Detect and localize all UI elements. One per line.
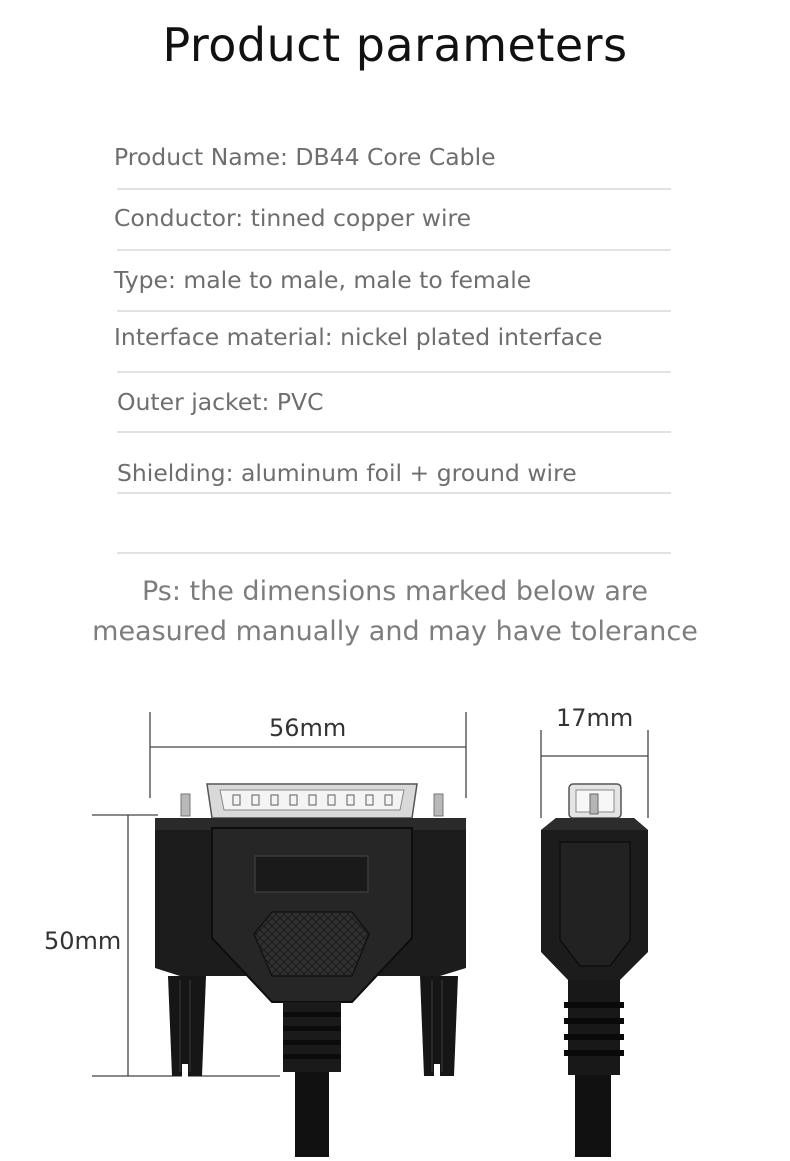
connector-illustration — [92, 712, 649, 1157]
divider — [117, 371, 671, 373]
side-width-label: 17mm — [556, 704, 634, 732]
tolerance-note: Ps: the dimensions marked below are meas… — [0, 572, 790, 652]
parameter-list: Product Name: DB44 Core Cable Conductor:… — [0, 0, 790, 560]
front-width-dimension — [149, 712, 467, 798]
param-outer-jacket: Outer jacket: PVC — [117, 388, 324, 416]
connector-dimension-figure: 56mm 17mm 50mm — [0, 690, 790, 1157]
param-shielding: Shielding: aluminum foil + ground wire — [117, 459, 577, 487]
note-line-2: measured manually and may have tolerance — [92, 616, 698, 647]
param-interface-material: Interface material: nickel plated interf… — [114, 323, 603, 351]
param-conductor: Conductor: tinned copper wire — [114, 204, 472, 232]
side-connector — [541, 783, 648, 1157]
divider — [117, 431, 671, 433]
note-line-1: Ps: the dimensions marked below are — [141, 576, 648, 607]
side-width-dimension — [540, 730, 649, 818]
front-connector — [155, 783, 466, 1157]
divider — [117, 249, 671, 251]
param-product-name: Product Name: DB44 Core Cable — [114, 143, 496, 171]
front-width-label: 56mm — [269, 714, 347, 742]
divider — [117, 310, 671, 312]
height-label: 50mm — [44, 927, 122, 955]
divider — [117, 552, 671, 554]
page-title: Product parameters — [162, 18, 628, 72]
param-type: Type: male to male, male to female — [114, 266, 532, 294]
divider — [117, 188, 671, 190]
divider — [117, 492, 671, 494]
